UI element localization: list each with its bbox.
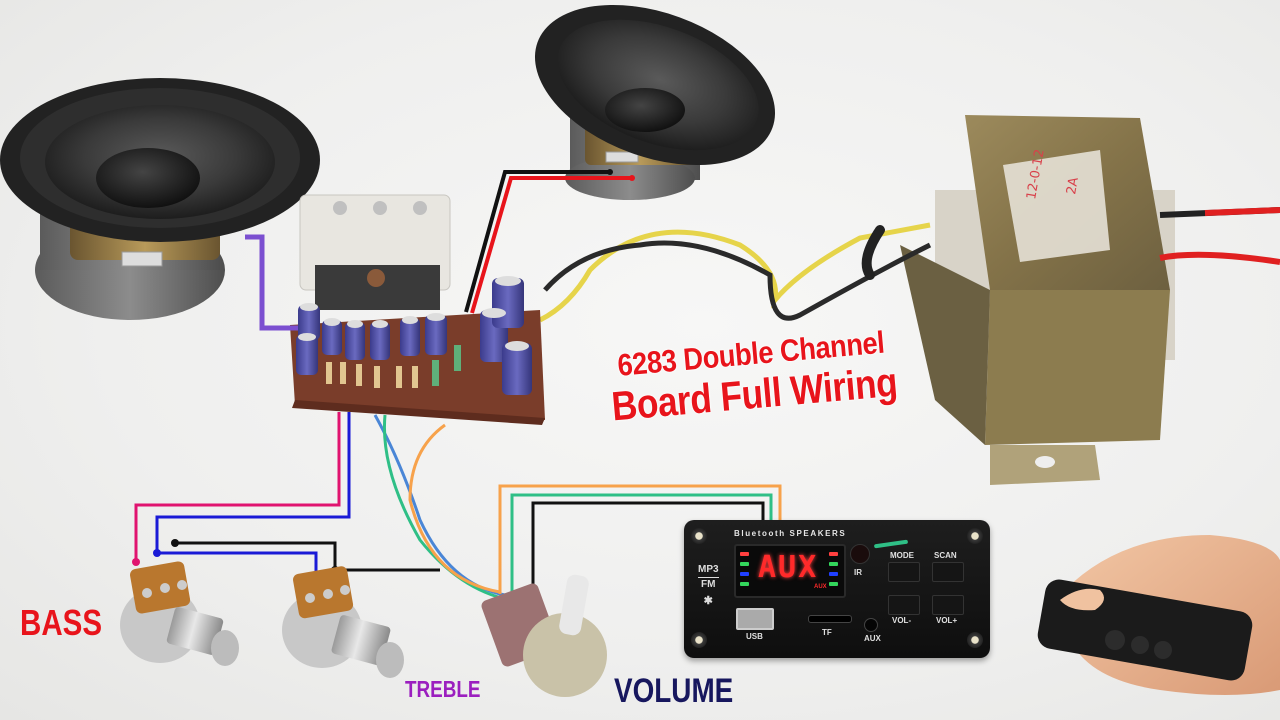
usb-label: USB bbox=[746, 632, 763, 641]
ir-label: IR bbox=[854, 568, 862, 577]
volume-potentiometer bbox=[481, 574, 607, 697]
aux-jack[interactable] bbox=[864, 618, 878, 632]
level-bar bbox=[829, 582, 838, 586]
tf-label: TF bbox=[822, 628, 832, 637]
bluetooth-icon: ✱ bbox=[703, 595, 713, 607]
bass-potentiometer bbox=[120, 561, 239, 666]
display-subtext: AUX bbox=[814, 584, 827, 590]
speaker-left bbox=[0, 78, 320, 320]
screw-icon bbox=[967, 528, 983, 544]
ir-receiver bbox=[850, 544, 870, 564]
screw-icon bbox=[691, 528, 707, 544]
volume-label: VOLUME bbox=[614, 672, 734, 710]
vol-down-label: VOL- bbox=[892, 616, 912, 625]
level-bar bbox=[740, 552, 749, 556]
vol-up-button[interactable] bbox=[932, 595, 964, 615]
scan-label: SCAN bbox=[934, 551, 957, 560]
treble-potentiometer bbox=[282, 566, 404, 678]
led-display: AUX AUX bbox=[734, 544, 846, 598]
remote-and-hand bbox=[1037, 535, 1280, 695]
mp3-fm-label: MP3 FM ✱ bbox=[698, 564, 719, 607]
speaker-top bbox=[534, 4, 776, 200]
mode-button[interactable] bbox=[888, 562, 920, 582]
level-bar bbox=[740, 572, 749, 576]
level-bar bbox=[829, 552, 838, 556]
display-text: AUX bbox=[758, 550, 819, 585]
amplifier-board bbox=[290, 194, 545, 425]
screw-icon bbox=[691, 632, 707, 648]
svg-text:2A: 2A bbox=[1064, 176, 1082, 196]
level-bar bbox=[740, 562, 749, 566]
module-header: Bluetooth SPEAKERS bbox=[734, 529, 847, 538]
aux-label: AUX bbox=[864, 634, 881, 643]
level-bar bbox=[740, 582, 749, 586]
transformer: 12-0-12 2A bbox=[900, 115, 1280, 485]
bass-label: BASS bbox=[20, 602, 103, 643]
mode-label: MODE bbox=[890, 551, 914, 560]
vol-up-label: VOL+ bbox=[936, 616, 958, 625]
fm-text: FM bbox=[701, 579, 716, 590]
level-bar bbox=[829, 572, 838, 576]
usb-port[interactable] bbox=[736, 608, 774, 630]
mp3-text: MP3 bbox=[698, 564, 719, 575]
screw-icon bbox=[967, 632, 983, 648]
scan-button[interactable] bbox=[932, 562, 964, 582]
green-wire bbox=[873, 539, 909, 549]
vol-down-button[interactable] bbox=[888, 595, 920, 615]
level-bar bbox=[829, 562, 838, 566]
mp3-bluetooth-module: Bluetooth SPEAKERS AUX AUX MP3 FM ✱ IR M… bbox=[684, 520, 990, 658]
treble-label: TREBLE bbox=[405, 676, 481, 702]
tf-card-slot[interactable] bbox=[808, 615, 852, 623]
